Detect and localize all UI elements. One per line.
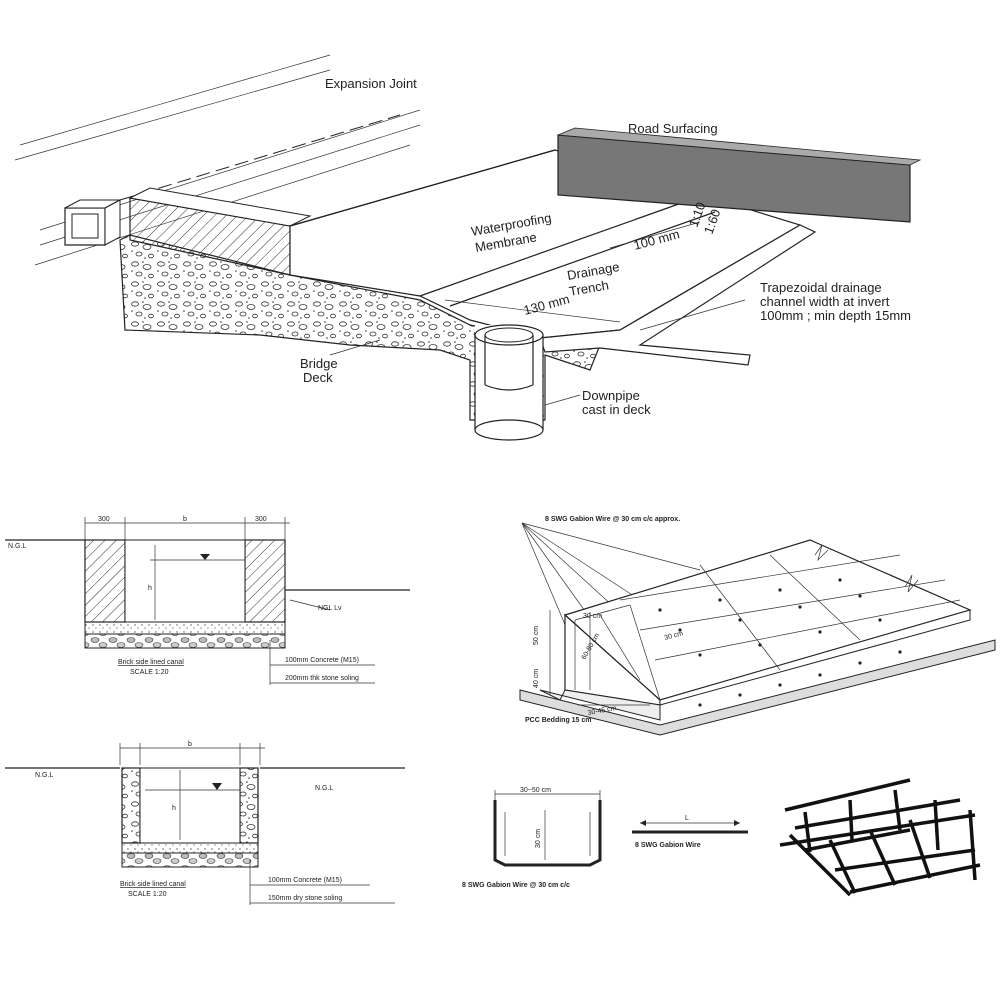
dim-30-top: 30 cm (664, 630, 684, 642)
bridge-leader (329, 339, 381, 356)
concrete-layer (84, 621, 286, 635)
downpipe-label-2: cast in deck (582, 402, 651, 417)
u-caption: 8 SWG Gabion Wire @ 30 cm c/c (462, 882, 570, 889)
depth-label: h (172, 805, 176, 812)
section-scale: SCALE 1:20 (130, 669, 169, 676)
note-1: 100mm Concrete (M15) (268, 877, 342, 884)
section-title: Brick side lined canal (120, 881, 186, 888)
width-label: 30-45 cm (587, 705, 617, 717)
ngl-right: N.G.L (315, 785, 333, 792)
dim-50: 50 cm (533, 626, 540, 645)
pcc-bedding-label: PCC Bedding 15 cm (525, 717, 592, 724)
downpipe (474, 324, 544, 441)
concrete-layer (121, 842, 259, 854)
note-2: 200mm thk stone soling (285, 675, 359, 682)
dim-30: 30 cm (583, 613, 602, 620)
ngl-right: NGL Lv (318, 605, 342, 612)
right-wall (239, 767, 259, 844)
u-top-dim: 30~50 cm (520, 787, 551, 794)
gabion-isometric: 8 SWG Gabion Wire @ 30 cm c/c approx. (519, 516, 996, 736)
bridge-label-2: Deck (303, 370, 333, 385)
ngl-left: N.G.L (35, 772, 53, 779)
note-1: 100mm Concrete (M15) (285, 657, 359, 664)
gabion-bar: L 8 SWG Gabion Wire (632, 815, 748, 849)
expansion-joint-label: Expansion Joint (325, 76, 417, 91)
bar-length: L (685, 815, 689, 822)
canal-water-area (139, 767, 241, 844)
gabion-u-section: 30~50 cm 30 cm 8 SWG Gabion Wire @ 30 cm… (462, 787, 602, 889)
dim-130-line (444, 299, 621, 323)
wire-mesh-cage (779, 778, 981, 897)
expansion-joint-box (64, 199, 121, 246)
joint-line (14, 69, 331, 161)
section-scale: SCALE 1:20 (128, 891, 167, 898)
depth-label: h (148, 585, 152, 592)
bridge-drainage-diagram: Expansion Joint Road Surfacing Waterproo… (14, 54, 922, 441)
note-label-3: 100mm ; min depth 15mm (760, 308, 911, 323)
bar-caption: 8 SWG Gabion Wire (635, 842, 701, 849)
canal-section-2: b N.G.L N.G.L h 100mm Concrete (M15) 150… (5, 741, 405, 905)
joint-line (19, 54, 331, 146)
pcc-bedding (519, 639, 996, 736)
road-surfacing-label: Road Surfacing (628, 121, 718, 136)
canal-section-1: 300 b 300 N.G.L h NGL Lv 100mm Concrete … (5, 516, 410, 685)
canal-water-area (124, 539, 246, 623)
dim-100-line (609, 221, 701, 249)
note-2: 150mm dry stone soling (268, 895, 342, 902)
drainage-channel-edge (539, 224, 817, 366)
note-label-1: Trapezoidal drainage (760, 280, 882, 295)
ngl-left: N.G.L (8, 543, 26, 550)
u-side-dim: 30 cm (535, 829, 542, 848)
dim-40: 40 cm (533, 669, 540, 688)
dim-right: 300 (255, 516, 267, 523)
downpipe-label-1: Downpipe (582, 388, 640, 403)
stone-soling (121, 852, 259, 868)
note-label-2: channel width at invert (760, 294, 890, 309)
u-wire-shape (493, 800, 602, 867)
note-leader (639, 299, 746, 331)
dim-mid: b (188, 741, 192, 748)
gabion-top-label: 8 SWG Gabion Wire @ 30 cm c/c approx. (545, 516, 680, 523)
joint-dash-line (119, 114, 401, 201)
downpipe-leader (544, 394, 581, 406)
dim-mid: b (183, 516, 187, 523)
bridge-label-1: Bridge (300, 356, 338, 371)
dim-left: 300 (98, 516, 110, 523)
left-wall (121, 767, 141, 844)
right-brick-wall (244, 539, 286, 623)
stone-soling (84, 633, 286, 649)
left-brick-wall (84, 539, 126, 623)
drainage-label-2: Trench (568, 277, 610, 299)
section-title: Brick side lined canal (118, 659, 184, 666)
